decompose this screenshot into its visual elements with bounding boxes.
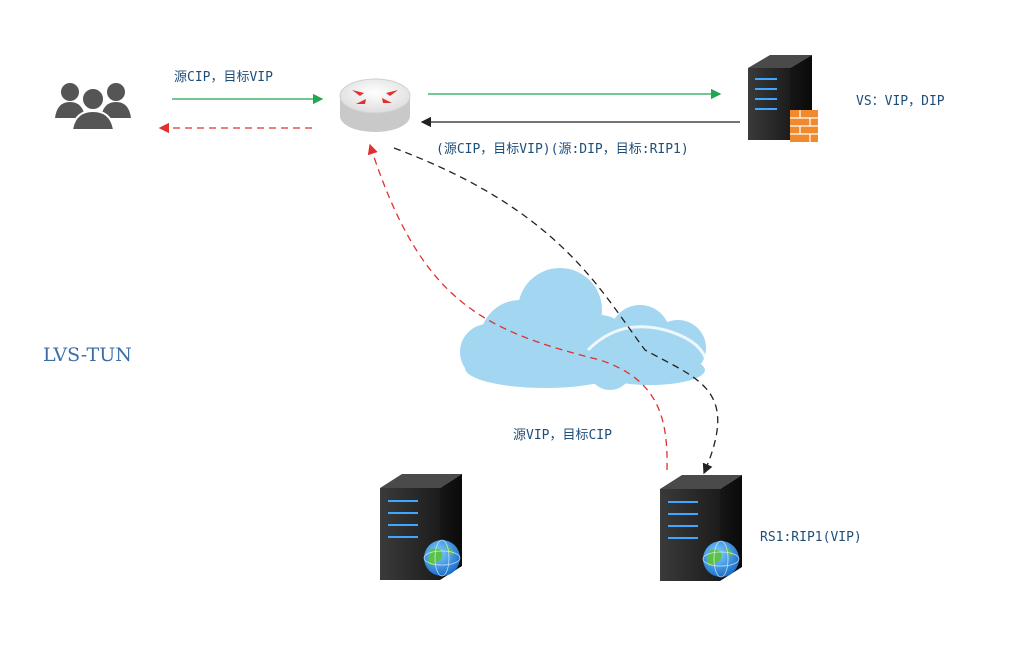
- users-icon: [55, 83, 131, 131]
- vs-info-label: VS：VIP，DIP: [856, 94, 945, 109]
- diagram-title: LVS-TUN: [43, 344, 132, 366]
- tunnel-to-rs1-arrow: [393, 147, 719, 475]
- rs1-reply-arrow: [367, 143, 668, 471]
- cloud-icon: [460, 268, 708, 390]
- web-server-icon: [380, 474, 462, 580]
- router-icon: [339, 78, 411, 132]
- rs-reply-label: 源VIP，目标CIP: [513, 428, 612, 443]
- firewall-server-icon: [748, 55, 818, 142]
- rs1-info-label: RS1:RIP1(VIP): [760, 530, 862, 545]
- web-server-icon: [660, 475, 742, 581]
- client-to-router-label: 源CIP，目标VIP: [174, 70, 273, 85]
- tunnel-packet-label: (源CIP，目标VIP)(源:DIP，目标:RIP1): [436, 142, 689, 157]
